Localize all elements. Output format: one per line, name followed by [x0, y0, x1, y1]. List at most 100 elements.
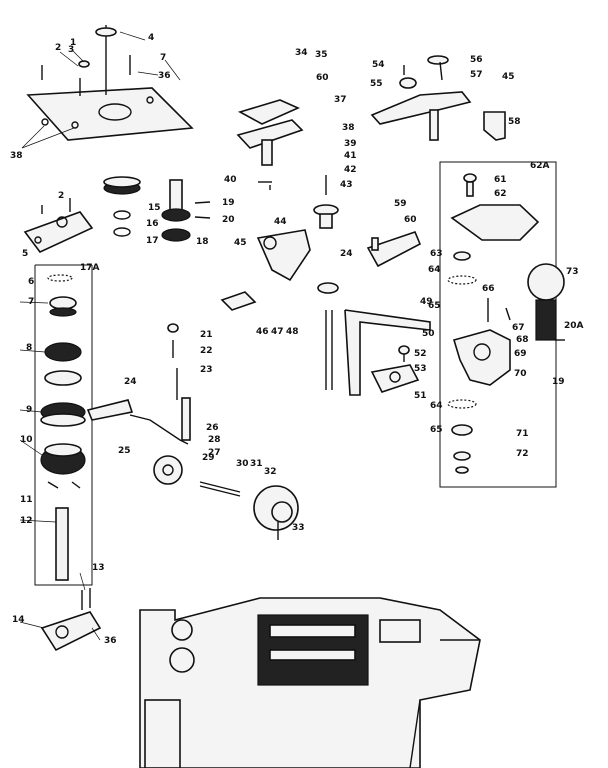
label-69: 69 — [514, 349, 527, 359]
machine-body — [139, 597, 481, 768]
plate-screw-hole — [71, 121, 79, 129]
label-52: 52 — [414, 349, 427, 359]
label-23: 23 — [200, 365, 213, 375]
label-34: 34 — [295, 48, 308, 58]
plate-screw-hole — [146, 96, 154, 104]
label-56: 56 — [470, 55, 483, 65]
label-44: 44 — [274, 217, 287, 227]
label-8: 8 — [26, 343, 32, 353]
label-38b: 38 — [342, 123, 355, 133]
part-58 — [483, 111, 506, 141]
label-32: 32 — [264, 467, 277, 477]
label-5: 5 — [22, 249, 28, 259]
label-6: 6 — [28, 277, 34, 287]
label-51: 51 — [414, 391, 427, 401]
label-11: 11 — [20, 495, 33, 505]
lever-38 — [236, 119, 304, 149]
label-18: 18 — [196, 237, 209, 247]
lever-assembly — [86, 323, 299, 540]
label-48: 48 — [286, 327, 299, 337]
label-21: 21 — [200, 330, 213, 340]
gear-7 — [49, 296, 77, 310]
label-14: 14 — [12, 615, 25, 625]
label-3: 3 — [68, 45, 74, 55]
bracket-57 — [370, 91, 472, 125]
top-right-bracket — [370, 55, 506, 141]
label-17a: 17A — [80, 263, 100, 273]
lever-47 — [256, 229, 311, 282]
label-55: 55 — [370, 79, 383, 89]
label-43: 43 — [340, 180, 353, 190]
washer — [78, 60, 90, 68]
label-17: 17 — [146, 236, 159, 246]
label-16: 16 — [146, 219, 159, 229]
label-19: 19 — [222, 198, 235, 208]
label-24: 24 — [124, 377, 137, 387]
fork-lever — [86, 399, 134, 421]
base-plate-assembly — [21, 25, 194, 149]
label-33: 33 — [292, 523, 305, 533]
label-30: 30 — [236, 459, 249, 469]
label-65b: 65 — [430, 425, 443, 435]
label-66: 66 — [482, 284, 495, 294]
label-26: 26 — [206, 423, 219, 433]
label-12: 12 — [20, 516, 33, 526]
label-2b: 2 — [58, 191, 64, 201]
label-63: 63 — [430, 249, 443, 259]
label-29: 29 — [202, 453, 215, 463]
label-20a: 20A — [564, 321, 584, 331]
label-2: 2 — [55, 43, 61, 53]
label-61: 61 — [494, 175, 507, 185]
label-60: 60 — [316, 73, 329, 83]
label-7: 7 — [160, 53, 166, 63]
label-73: 73 — [566, 267, 579, 277]
bracket-53 — [370, 364, 420, 393]
lever-37 — [237, 99, 300, 125]
gear-18 — [161, 228, 191, 242]
label-54: 54 — [372, 60, 385, 70]
bracket-14 — [40, 611, 102, 652]
label-62: 62 — [494, 189, 507, 199]
label-70: 70 — [514, 369, 527, 379]
label-72: 72 — [516, 449, 529, 459]
label-24b: 24 — [340, 249, 353, 259]
left-shaft-assembly — [19, 198, 102, 652]
label-62a: 62A — [530, 161, 550, 171]
label-7b: 7 — [28, 297, 34, 307]
label-57: 57 — [470, 70, 483, 80]
part-labels: 1 2 3 4 7 36 38 2 5 17A 6 7 8 9 10 11 12… — [10, 33, 584, 646]
label-27: 27 — [208, 448, 221, 458]
part-69 — [452, 329, 511, 386]
label-38: 38 — [10, 151, 23, 161]
frame-49 — [344, 309, 431, 396]
label-13: 13 — [92, 563, 105, 573]
label-50: 50 — [422, 329, 435, 339]
label-71: 71 — [516, 429, 529, 439]
right-boxed-assembly — [439, 161, 565, 488]
label-36b: 36 — [104, 636, 117, 646]
label-67: 67 — [512, 323, 525, 333]
label-22: 22 — [200, 346, 213, 356]
label-4: 4 — [148, 33, 154, 43]
label-68: 68 — [516, 335, 529, 345]
upper-lever-assembly — [220, 99, 339, 390]
bracket-5 — [23, 211, 94, 253]
label-15: 15 — [148, 203, 161, 213]
frame-assembly — [344, 231, 431, 396]
label-20: 20 — [222, 215, 235, 225]
pin-30 — [199, 481, 241, 493]
label-25: 25 — [118, 446, 131, 456]
lever-59 — [366, 231, 422, 268]
label-35: 35 — [315, 50, 328, 60]
label-39: 39 — [344, 139, 357, 149]
label-45: 45 — [234, 238, 247, 248]
gear-8 — [44, 342, 82, 362]
label-65: 65 — [428, 301, 441, 311]
part-46 — [220, 291, 257, 311]
gear-stack-15-18 — [103, 176, 211, 242]
label-64: 64 — [428, 265, 441, 275]
label-60b: 60 — [404, 215, 417, 225]
label-37: 37 — [334, 95, 347, 105]
label-49: 49 — [420, 297, 433, 307]
